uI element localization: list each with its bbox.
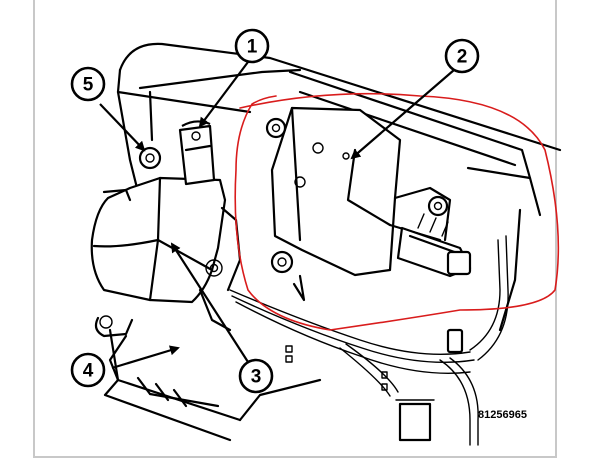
hvac-housing — [94, 42, 562, 442]
callout-4-label: 4 — [83, 361, 94, 382]
figure-frame — [33, 0, 557, 458]
callout-5: 5 — [70, 66, 106, 102]
callout-1-label: 1 — [247, 37, 258, 58]
callout-3-label: 3 — [251, 367, 262, 388]
callout-3: 3 — [238, 358, 274, 394]
callout-4: 4 — [70, 352, 106, 388]
callout-1: 1 — [234, 28, 270, 64]
leader-lines — [99, 61, 455, 370]
annotation-circle — [234, 92, 560, 331]
figure-number: 81256965 — [478, 409, 527, 421]
right-actuator — [265, 106, 472, 302]
left-actuator — [90, 120, 242, 332]
wiring-harness — [229, 235, 509, 446]
callout-2: 2 — [444, 38, 480, 74]
callout-2-label: 2 — [457, 47, 468, 68]
callout-5-label: 5 — [83, 75, 94, 96]
